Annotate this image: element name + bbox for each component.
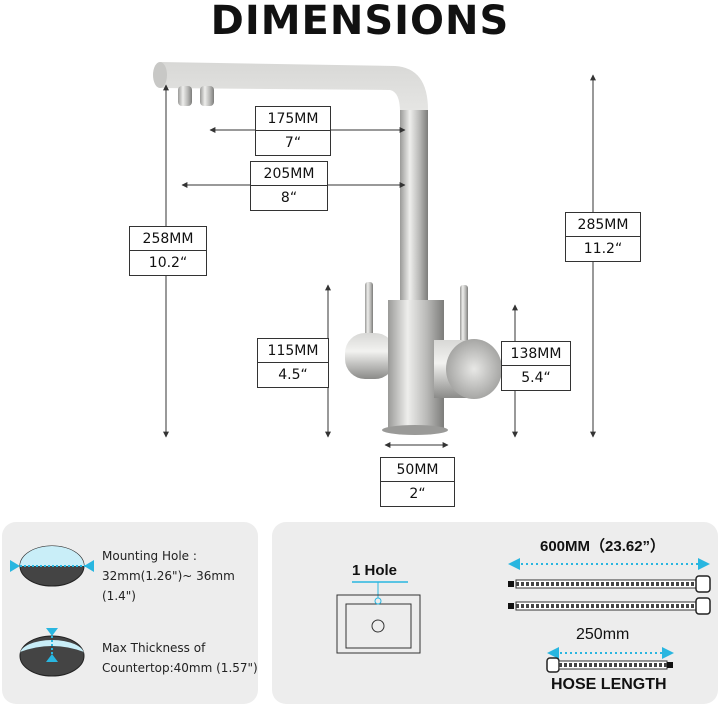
dim-in: 11.2“ bbox=[583, 241, 623, 257]
dim-handle-left: 115MM 4.5“ bbox=[257, 338, 329, 388]
mounting-hole-label: Mounting Hole : bbox=[102, 549, 197, 563]
dim-in: 4.5“ bbox=[278, 367, 308, 383]
dim-in: 7“ bbox=[284, 135, 302, 151]
dim-base-diameter: 50MM 2“ bbox=[380, 457, 455, 507]
dim-in: 8“ bbox=[280, 190, 298, 206]
faucet-diagram bbox=[153, 62, 596, 448]
sink-and-hoses bbox=[336, 558, 711, 673]
dim-spout-reach-175: 175MM 7“ bbox=[255, 106, 331, 156]
sink-holes-label: 1 Hole bbox=[352, 562, 398, 579]
mounting-hole-value: 32mm(1.26")~ 36mm (1.4") bbox=[102, 569, 235, 603]
dim-mm: 258MM bbox=[130, 227, 206, 251]
dim-total-height: 285MM 11.2“ bbox=[565, 212, 641, 262]
short-hose bbox=[546, 657, 673, 673]
hole-icons bbox=[10, 545, 94, 677]
dim-spout-height: 258MM 10.2“ bbox=[129, 226, 207, 276]
dim-mm: 205MM bbox=[251, 162, 327, 186]
dim-mm: 175MM bbox=[256, 107, 330, 131]
accessories-panel: 1 Hole 600MM（23.62”） 250mm HOSE LENGTH bbox=[272, 522, 718, 704]
dim-in: 2“ bbox=[409, 486, 426, 502]
long-hose-1 bbox=[508, 575, 711, 593]
installation-panel: Mounting Hole :32mm(1.26")~ 36mm (1.4") … bbox=[2, 522, 258, 704]
dim-mm: 285MM bbox=[566, 213, 640, 237]
short-hose-length: 250mm bbox=[576, 626, 630, 643]
faucet-image bbox=[153, 62, 502, 435]
dim-spout-reach-205: 205MM 8“ bbox=[250, 161, 328, 211]
dim-in: 5.4“ bbox=[521, 370, 551, 386]
dim-mm: 115MM bbox=[258, 339, 328, 363]
dim-in: 10.2“ bbox=[148, 255, 188, 271]
mounting-hole-text: Mounting Hole : 32mm(1.26")~ 36mm (1.4") bbox=[102, 546, 258, 606]
long-hose-length: 600MM（23.62”） bbox=[540, 538, 666, 555]
dim-mm: 138MM bbox=[502, 342, 570, 366]
hose-length-caption: HOSE LENGTH bbox=[551, 676, 667, 693]
long-hose-2 bbox=[508, 597, 711, 615]
page-title: DIMENSIONS bbox=[210, 0, 510, 44]
thickness-label: Max Thickness of bbox=[102, 641, 206, 655]
thickness-text: Max Thickness of Countertop:40mm (1.57") bbox=[102, 638, 258, 678]
dim-handle-right: 138MM 5.4“ bbox=[501, 341, 571, 391]
dim-mm: 50MM bbox=[381, 458, 454, 482]
thickness-value: Countertop:40mm (1.57") bbox=[102, 661, 258, 675]
